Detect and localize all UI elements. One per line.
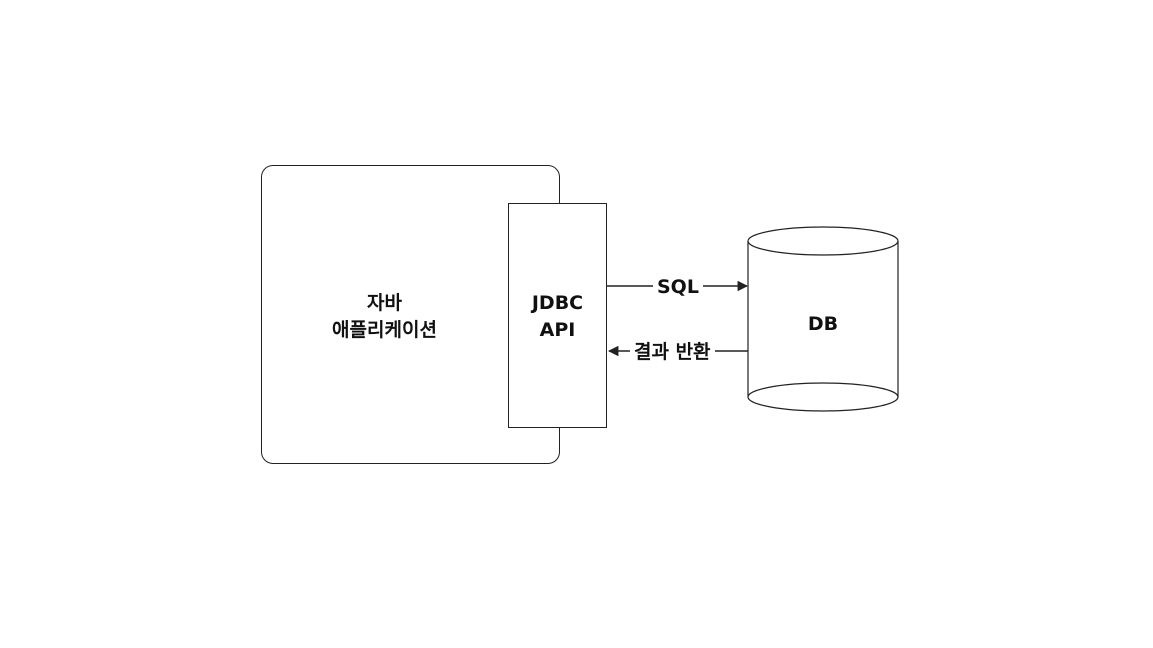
jdbc-api-label: JDBC API — [508, 290, 607, 344]
result-return-label: 결과 반환 — [630, 340, 715, 364]
java-application-label-line2: 애플리케이션 — [332, 319, 437, 341]
jdbc-api-label-line1: JDBC — [531, 292, 584, 314]
java-application-label: 자바 애플리케이션 — [261, 290, 508, 344]
jdbc-api-box — [508, 203, 607, 428]
sql-label: SQL — [653, 275, 703, 299]
database-label: DB — [807, 313, 839, 335]
java-application-label-line1: 자바 — [367, 292, 402, 314]
database-cylinder — [747, 226, 899, 412]
jdbc-api-label-line2: API — [539, 319, 576, 341]
